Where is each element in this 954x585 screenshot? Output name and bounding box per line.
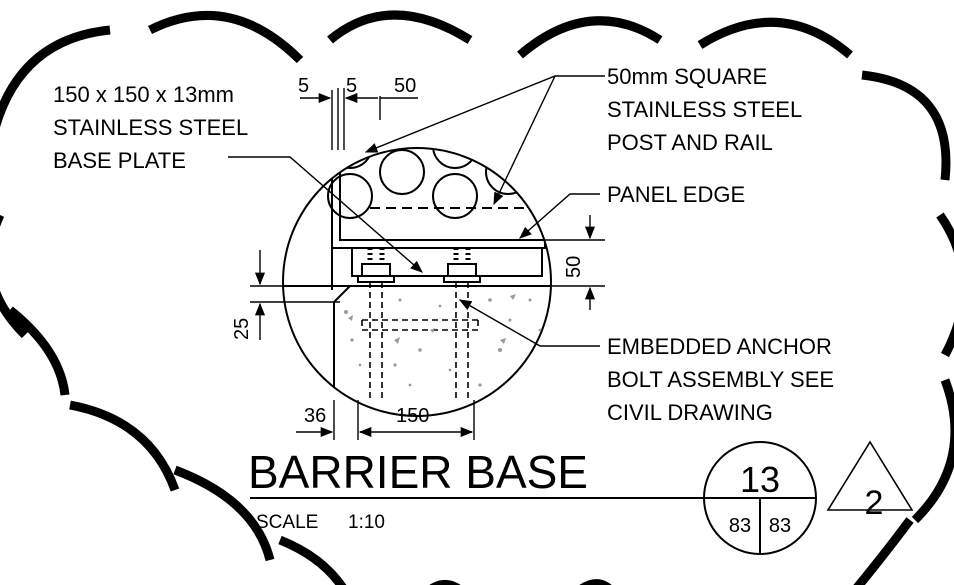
extension-lines xyxy=(250,88,605,440)
sheet-ref-left: 83 xyxy=(729,515,751,537)
scale-label: SCALE xyxy=(256,512,318,533)
scale-value: 1:10 xyxy=(348,512,385,533)
revision-number: 2 xyxy=(865,484,884,522)
drawing-title: BARRIER BASE xyxy=(248,446,588,498)
post-rail-label-line3: POST AND RAIL xyxy=(607,130,773,155)
post-rail-annotation: 50mm SQUARE STAINLESS STEEL POST AND RAI… xyxy=(607,64,802,155)
revision-triangle: 2 xyxy=(826,440,914,522)
anchor-annotation: EMBEDDED ANCHOR BOLT ASSEMBLY SEE CIVIL … xyxy=(607,334,834,425)
base-plate-label-line1: 150 x 150 x 13mm xyxy=(53,82,234,107)
base-plate-label-line3: BASE PLATE xyxy=(53,148,186,173)
detail-callout: 13 83 83 xyxy=(703,441,817,555)
perforated-panel xyxy=(327,148,531,219)
dim-top-50: 50 xyxy=(394,75,416,97)
post-rail-label-line1: 50mm SQUARE xyxy=(607,64,767,89)
leader-lines xyxy=(228,75,605,347)
anchor-label-line2: BOLT ASSEMBLY SEE xyxy=(607,367,834,392)
sheet-ref-right: 83 xyxy=(769,515,791,537)
revision-cloud xyxy=(0,10,954,585)
embedded-anchor-bolts xyxy=(361,282,479,400)
anchor-nuts xyxy=(357,248,481,283)
concrete-slab xyxy=(283,285,551,416)
dim-right-50: 50 xyxy=(563,256,585,278)
base-plate-label-line2: STAINLESS STEEL xyxy=(53,115,248,140)
anchor-label-line3: CIVIL DRAWING xyxy=(607,400,773,425)
dim-bottom-150: 150 xyxy=(396,405,429,427)
title-block: BARRIER BASE SCALE 1:10 13 83 83 xyxy=(248,441,817,555)
dimension-lines xyxy=(254,92,596,438)
base-plate-annotation: 150 x 150 x 13mm STAINLESS STEEL BASE PL… xyxy=(53,82,248,173)
dim-bottom-36: 36 xyxy=(304,405,326,427)
detail-circle xyxy=(282,147,552,417)
panel-edge-label: PANEL EDGE xyxy=(607,182,745,207)
concrete-hatch xyxy=(344,294,542,387)
dim-left-25: 25 xyxy=(231,318,253,340)
dim-top-5b: 5 xyxy=(346,75,357,97)
anchor-label-line1: EMBEDDED ANCHOR xyxy=(607,334,832,359)
post-rail-label-line2: STAINLESS STEEL xyxy=(607,97,802,122)
dim-top-5a: 5 xyxy=(298,75,309,97)
detail-number: 13 xyxy=(740,459,780,500)
